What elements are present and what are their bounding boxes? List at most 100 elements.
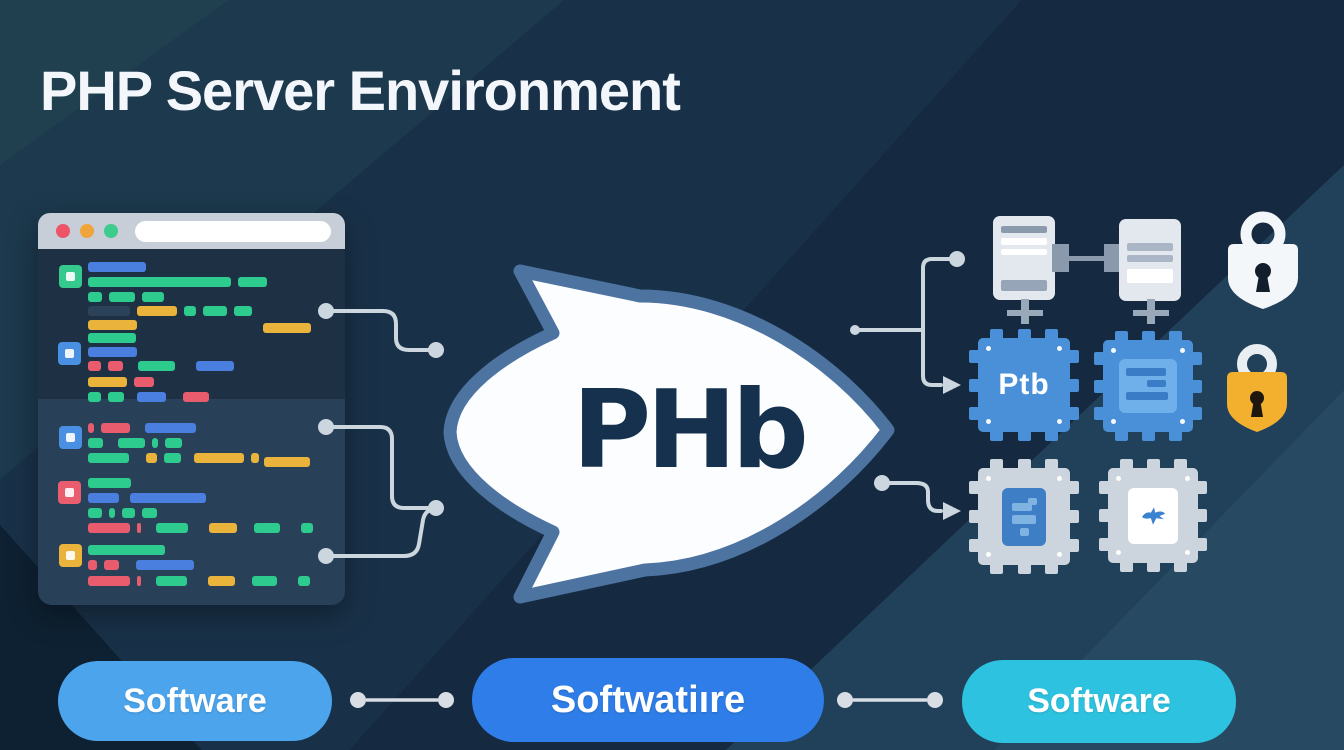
chip-tooth [1146, 560, 1160, 572]
chip-tooth [1190, 379, 1202, 393]
chip-tooth [969, 510, 981, 523]
bird-glyph-icon [1142, 506, 1165, 525]
detail-bar [1012, 502, 1032, 511]
chip-tooth [989, 429, 1003, 441]
chip-corner-dot [1057, 476, 1062, 481]
chip-tooth [1094, 379, 1106, 393]
chip-tooth [1119, 459, 1133, 471]
chip-corner-dot [986, 346, 991, 351]
chip-tooth [1146, 459, 1160, 471]
minimize-dot-icon [80, 224, 94, 238]
chip-tooth [969, 350, 981, 364]
chip-corner-dot [1116, 476, 1121, 481]
chip-corner-dot [1057, 419, 1062, 424]
chip-tooth [969, 480, 981, 494]
chip-tooth [1195, 509, 1207, 522]
detail-bar [1001, 238, 1047, 245]
chip-tooth [1119, 560, 1133, 572]
chip-tooth [1141, 331, 1155, 343]
php-chip-icon: Ptb [969, 329, 1079, 441]
detail-bar [1127, 243, 1173, 251]
app-server-icon [993, 216, 1055, 300]
chip-tooth [1168, 331, 1182, 343]
chip-tooth [1045, 459, 1059, 471]
chip-tooth [1173, 459, 1187, 471]
bird-chip-icon [1099, 459, 1207, 572]
pill-label: Softwatiıre [550, 678, 746, 721]
extension-panel [1002, 487, 1046, 546]
server-stand-cross [1133, 310, 1169, 316]
chip-tooth [1017, 329, 1031, 341]
chip-tooth [1141, 429, 1155, 441]
chip-corner-dot [986, 552, 991, 557]
extension-chip-icon [969, 459, 1079, 574]
chip-tooth [1195, 480, 1207, 494]
chip-corner-dot [1180, 348, 1185, 353]
chip-tooth [1173, 560, 1187, 572]
chip-tooth [1067, 510, 1079, 523]
chip-corner-dot [1111, 348, 1116, 353]
chip-tooth [1099, 480, 1111, 494]
chip-tooth [1190, 407, 1202, 421]
server-link-node [1104, 244, 1121, 272]
detail-bar [1028, 497, 1037, 505]
chip-tooth [969, 406, 981, 420]
chip-tooth [1195, 537, 1207, 551]
chip-tooth [1067, 539, 1079, 553]
chip-tooth [1045, 429, 1059, 441]
chip-tooth [1168, 429, 1182, 441]
detail-bar [1001, 226, 1047, 233]
code-section-bottom [38, 399, 345, 605]
server-link-line [1069, 256, 1107, 261]
chip-tooth [1017, 562, 1031, 574]
chip-corner-dot [1057, 552, 1062, 557]
chip-corner-dot [1116, 550, 1121, 555]
detail-bar [1020, 527, 1029, 536]
detail-bar [1001, 249, 1047, 255]
chip-tooth [1045, 562, 1059, 574]
maximize-dot-icon [104, 224, 118, 238]
detail-bar [1126, 368, 1166, 376]
chip-tooth [1045, 329, 1059, 341]
chip-tooth [1067, 378, 1079, 392]
pill-label: Software [123, 681, 267, 720]
chip-corner-dot [1185, 550, 1190, 555]
chip-corner-dot [986, 419, 991, 424]
chip-corner-dot [1057, 346, 1062, 351]
chip-tooth [1017, 429, 1031, 441]
chip-tooth [1190, 351, 1202, 365]
chip-tooth [1067, 350, 1079, 364]
chip-corner-dot [1111, 419, 1116, 424]
chip-tooth [1067, 480, 1079, 494]
chip-tooth [989, 562, 1003, 574]
chip-corner-dot [986, 476, 991, 481]
chip-tooth [989, 459, 1003, 471]
software-pill-center: Softwatiıre [472, 658, 824, 742]
chip-tooth [1094, 407, 1106, 421]
detail-bar [1126, 392, 1168, 400]
web-server-icon [1119, 219, 1181, 301]
chip-tooth [1094, 351, 1106, 365]
detail-bar [1147, 380, 1166, 387]
chip-tooth [1114, 331, 1128, 343]
software-pill-left: Software [58, 661, 332, 741]
chip-tooth [1017, 459, 1031, 471]
chip-tooth [969, 539, 981, 553]
detail-bar [1127, 255, 1173, 262]
chip-tooth [1099, 509, 1111, 522]
server-link-node [1052, 244, 1069, 272]
chip-corner-dot [1180, 419, 1185, 424]
address-bar [135, 221, 331, 242]
chip-tooth [1099, 537, 1111, 551]
bird-panel [1128, 487, 1178, 544]
detail-bar [1001, 280, 1047, 291]
page-title: PHP Server Environment [40, 59, 681, 122]
chip-tooth [989, 329, 1003, 341]
detail-bar [1012, 514, 1036, 524]
chip-corner-dot [1185, 476, 1190, 481]
detail-bar [1127, 269, 1173, 283]
pill-label: Software [1027, 682, 1171, 720]
code-editor-window [38, 213, 345, 605]
software-pill-right: Software [962, 660, 1236, 743]
